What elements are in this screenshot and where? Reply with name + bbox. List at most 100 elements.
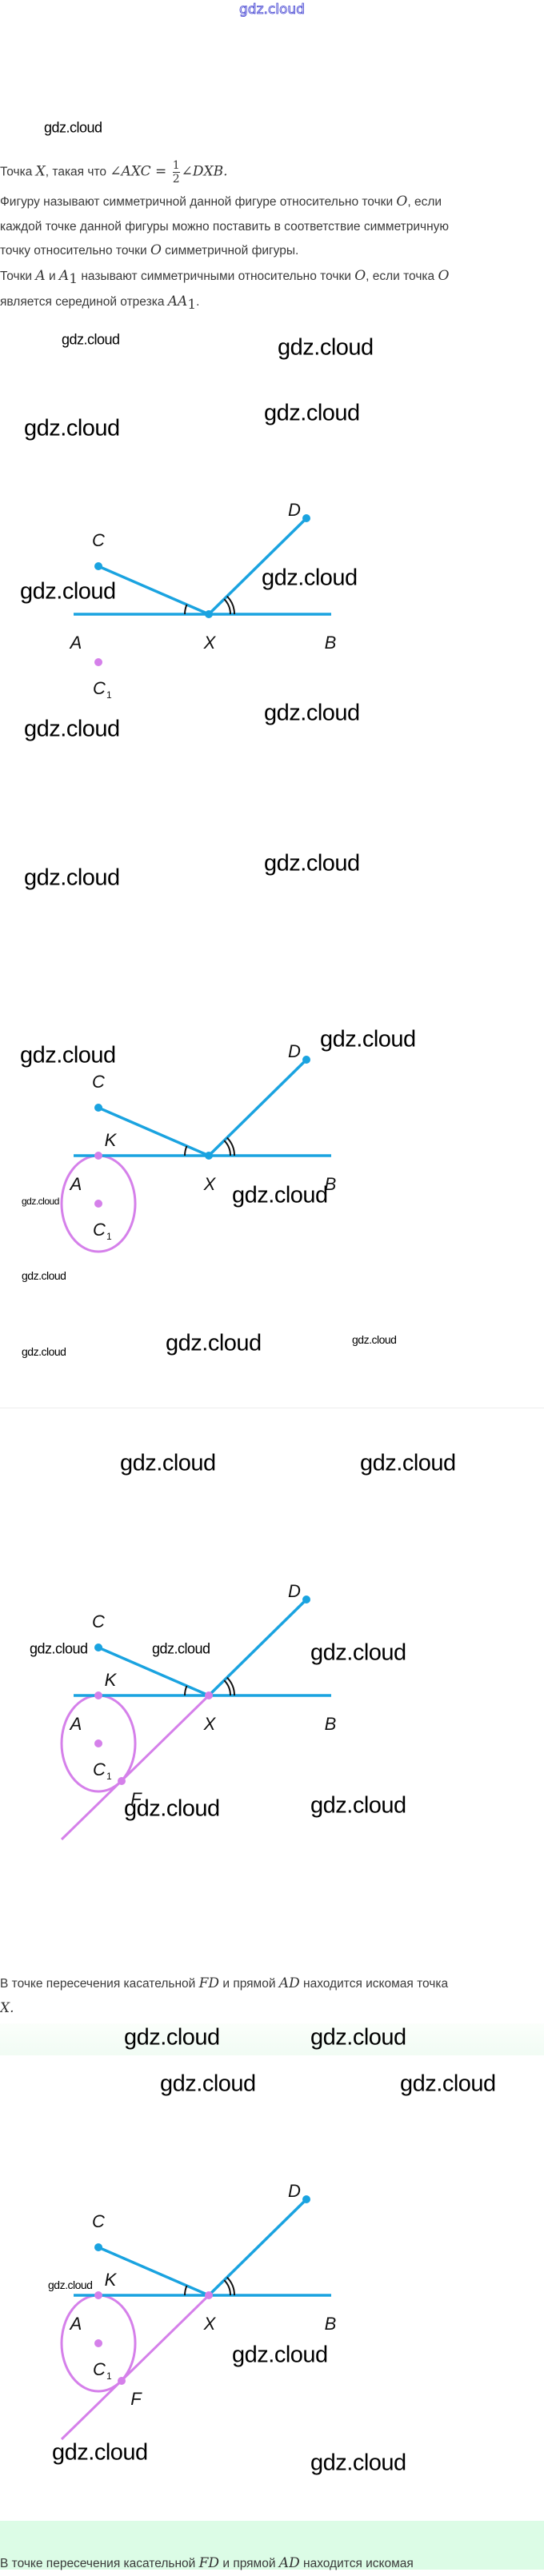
angle-arc-dxb	[223, 1679, 231, 1696]
point-x	[205, 2291, 213, 2299]
watermark: gdz.cloud	[360, 1450, 456, 1476]
label-x: X	[203, 1714, 217, 1734]
tangent-line	[60, 1694, 210, 1841]
segment-xd	[207, 2198, 308, 2297]
angle-arc-dxb	[223, 598, 231, 615]
text: является серединой отрезка	[0, 295, 168, 309]
math-o: O	[354, 268, 366, 284]
math-aa1: AA	[167, 294, 188, 310]
label-c1: C	[93, 678, 106, 698]
text: называют симметричными относительно точк…	[78, 270, 355, 283]
watermark: gdz.cloud	[44, 119, 102, 136]
math-fd: FD	[198, 1975, 220, 1991]
answer-block-background	[0, 2521, 544, 2570]
text: .	[10, 2000, 14, 2016]
math-o: O	[438, 268, 450, 284]
watermark: gdz.cloud	[30, 1640, 88, 1657]
point-c1	[94, 1200, 102, 1208]
text: Точка	[0, 165, 36, 179]
watermark: gdz.cloud	[310, 1639, 406, 1666]
label-a: A	[69, 1174, 82, 1194]
answer-block-background	[0, 2023, 544, 2055]
point-f	[118, 2377, 126, 2385]
angle-arc-dxb	[223, 2279, 231, 2296]
watermark: gdz.cloud	[400, 2071, 496, 2097]
watermark: gdz.cloud	[62, 331, 120, 348]
math-a: A	[35, 268, 46, 284]
text: и прямой	[219, 2557, 279, 2570]
label-a: A	[69, 2314, 82, 2334]
label-f: F	[130, 2389, 142, 2409]
angle-arc-dxb	[226, 1676, 235, 1696]
text: и	[45, 270, 59, 283]
tangent-line	[60, 2294, 210, 2441]
text: , такая что	[45, 165, 110, 179]
watermark: gdz.cloud	[48, 2278, 93, 2291]
watermark: gdz.cloud	[20, 578, 116, 605]
label-d: D	[288, 1581, 301, 1601]
label-c: C	[92, 1072, 105, 1092]
watermark: gdz.cloud	[166, 1330, 262, 1356]
watermark: gdz.cloud	[120, 1450, 216, 1476]
watermark: gdz.cloud	[160, 2071, 256, 2097]
label-d: D	[288, 500, 301, 520]
watermark: gdz.cloud	[124, 2024, 220, 2051]
label-c1-subscript: 1	[106, 1231, 112, 1242]
label-k: K	[105, 1130, 118, 1150]
text: симметричной фигуры.	[161, 244, 299, 258]
math-x: X	[0, 2000, 10, 2016]
point-c	[94, 562, 102, 570]
label-c1: C	[93, 1220, 106, 1240]
point-c	[94, 2243, 102, 2251]
answer-text: В точке пересечения касательной FD и пря…	[0, 2551, 414, 2576]
conclusion-line-2: X.	[0, 1996, 14, 2021]
math-angle: ∠DXB.	[181, 163, 228, 180]
segment-xc	[98, 565, 210, 616]
watermark: gdz.cloud	[278, 334, 374, 361]
subscript: 1	[187, 297, 197, 314]
label-c1-subscript: 1	[106, 2370, 112, 2382]
watermark: gdz.cloud	[152, 1640, 210, 1657]
segment-xd	[207, 1598, 308, 1697]
label-b: B	[325, 1174, 337, 1194]
segment-xd	[207, 1058, 308, 1157]
label-f: F	[130, 1789, 142, 1809]
conclusion-line-1: В точке пересечения касательной FD и пря…	[0, 1971, 448, 1996]
math-angle: ∠AXC =	[110, 163, 171, 180]
watermark: gdz.cloud	[24, 865, 120, 891]
label-d: D	[288, 1041, 301, 1061]
label-k: K	[105, 2270, 118, 2290]
watermark: gdz.cloud	[320, 1026, 416, 1052]
label-c1: C	[93, 2359, 106, 2379]
site-header-logo[interactable]: gdz.cloud	[239, 2, 306, 18]
watermark: gdz.cloud	[24, 716, 120, 742]
point-x	[205, 610, 213, 618]
point-k	[94, 1152, 102, 1160]
point-x	[205, 1691, 213, 1699]
point-d	[302, 1596, 310, 1604]
watermark: gdz.cloud	[52, 2439, 148, 2466]
text: .	[196, 295, 200, 309]
math-x: X	[35, 163, 46, 180]
watermark: gdz.cloud	[310, 2024, 406, 2051]
angle-arc-dxb	[226, 1136, 235, 1156]
watermark: gdz.cloud	[262, 565, 358, 591]
math-ad: AD	[278, 1975, 300, 1991]
watermark: gdz.cloud	[232, 2342, 328, 2368]
label-c1-subscript: 1	[106, 689, 112, 701]
angle-arc-axc	[184, 2285, 188, 2296]
intro-line-4: точку относительно точки O симметричной …	[0, 238, 298, 263]
text: Точки	[0, 270, 36, 283]
watermark: gdz.cloud	[20, 1042, 116, 1068]
text: находится искомая точка	[299, 1977, 449, 1991]
angle-arc-axc	[184, 1145, 188, 1156]
text: находится искомая	[299, 2557, 414, 2570]
text: , если	[407, 195, 442, 209]
segment-xc	[98, 2246, 210, 2297]
angle-arc-dxb	[226, 2276, 235, 2296]
intro-line-6: является серединой отрезка AA1.	[0, 290, 199, 318]
